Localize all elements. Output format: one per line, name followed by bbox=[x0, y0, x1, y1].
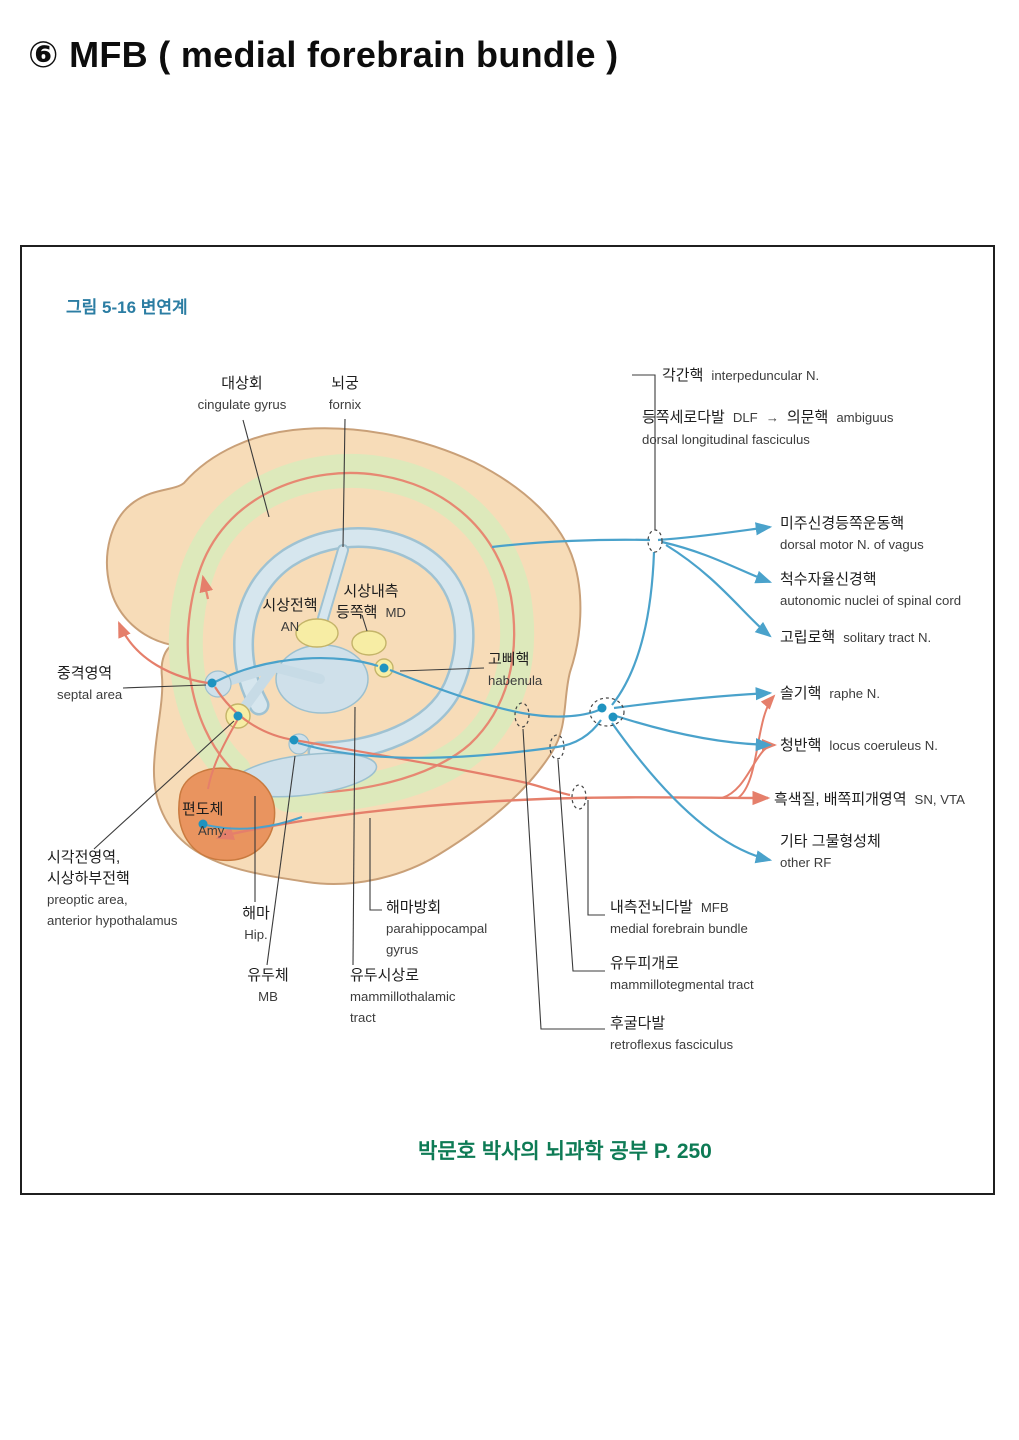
figure-caption: 그림 5-16 변연계 bbox=[66, 298, 188, 317]
label-hippocampus: 해마 Hip. bbox=[242, 905, 270, 942]
marker-brainstem bbox=[589, 697, 625, 727]
brain-diagram bbox=[93, 374, 777, 1030]
label-mammillary-body: 유두체 MB bbox=[247, 967, 289, 1004]
label-anterior-nucleus: 시상전핵 AN bbox=[262, 597, 318, 634]
hypothalamus-dot bbox=[289, 735, 299, 745]
leader-retroflexus bbox=[522, 728, 605, 1030]
dlf-trunk bbox=[491, 538, 651, 549]
leader-preoptic bbox=[93, 720, 235, 850]
label-dorsal-motor-vagus: 미주신경등쪽운동핵 dorsal motor N. of vagus bbox=[780, 515, 924, 552]
label-lines bbox=[93, 374, 656, 1030]
arrow-glyph: → bbox=[765, 410, 779, 425]
leader-md bbox=[361, 614, 368, 632]
fan-reticular bbox=[611, 722, 773, 864]
source-caption: 박문호 박사의 뇌과학 공부 P. 250 bbox=[418, 1140, 712, 1163]
nucleus-dots bbox=[198, 663, 618, 829]
label-mammillothalamic: 유두시상로 mammillothalamic tract bbox=[350, 967, 456, 1025]
leader-mtg bbox=[557, 759, 605, 972]
mfb-left-arrow bbox=[215, 826, 236, 840]
marker-snvta bbox=[571, 784, 587, 810]
label-preoptic-hypothalamus: 시각전영역, 시상하부전핵 preoptic area, anterior hy… bbox=[47, 849, 178, 928]
fan-locus bbox=[615, 714, 773, 752]
stria-medullaris bbox=[214, 657, 379, 683]
leader-mfb bbox=[587, 800, 605, 916]
band-arrow bbox=[199, 574, 214, 600]
label-other-rf: 기타 그물형성체 other RF bbox=[780, 833, 881, 870]
leader-parahippocampal bbox=[369, 818, 382, 911]
marker-retroflexus bbox=[514, 702, 530, 728]
label-autonomic-spinal: 척수자율신경핵 autonomic nuclei of spinal cord bbox=[780, 571, 962, 608]
marker-dlf-cross bbox=[647, 529, 663, 553]
label-fornix: 뇌궁 fornix bbox=[328, 375, 362, 412]
fan-raphe bbox=[613, 687, 773, 710]
brainstem-dot-1 bbox=[597, 703, 607, 713]
fan-solitary bbox=[665, 544, 772, 638]
fan-vagus bbox=[657, 522, 773, 542]
leader-fornix bbox=[342, 418, 346, 548]
blue-pathways bbox=[205, 522, 773, 864]
frontal-loop-red bbox=[117, 620, 216, 686]
red-branch-locus bbox=[721, 739, 777, 799]
fornix-ring bbox=[235, 529, 473, 760]
amygdala-blue bbox=[205, 816, 303, 830]
habenula-brainstem bbox=[389, 668, 600, 718]
septal-dot bbox=[207, 678, 217, 688]
amygdala-dot bbox=[198, 819, 208, 829]
label-dlf-line2: dorsal longitudinal fasciculus bbox=[642, 432, 810, 447]
leader-interpeduncular bbox=[632, 374, 656, 530]
label-mammillotegmental: 유두피개로 mammillotegmental tract bbox=[610, 955, 754, 992]
brain-shapes bbox=[106, 427, 582, 885]
label-habenula: 고삐핵 habenula bbox=[488, 651, 543, 688]
mammillotegmental-blue bbox=[297, 719, 602, 759]
preoptic-amygdala-red bbox=[207, 718, 239, 790]
label-amygdala: 편도체 Amy. bbox=[182, 801, 228, 838]
cingulate-band bbox=[168, 453, 535, 813]
fan-autonomic bbox=[661, 540, 773, 584]
page-title: ⑥ MFB ( medial forebrain bundle ) bbox=[28, 34, 619, 75]
leader-septal bbox=[122, 684, 207, 689]
brainstem-ascending bbox=[611, 551, 656, 706]
leader-mb bbox=[266, 755, 296, 966]
leader-cingulate bbox=[242, 419, 270, 518]
preoptic-dot bbox=[233, 711, 243, 721]
brainstem-dot-2 bbox=[608, 712, 618, 722]
marker-mammillotegmental bbox=[549, 734, 565, 760]
label-parahippocampal: 해마방회 parahippocampal gyrus bbox=[386, 899, 488, 957]
label-cingulate-gyrus: 대상회 cingulate gyrus bbox=[197, 375, 287, 412]
habenula-dot bbox=[379, 663, 389, 673]
figure-frame: 그림 5-16 변연계 대상회 cingulate gyrus 뇌궁 forni… bbox=[20, 245, 995, 1195]
mfb-main-red bbox=[217, 790, 771, 839]
leader-mtt bbox=[352, 706, 356, 966]
leader-habenula bbox=[399, 667, 485, 672]
label-retroflexus: 후굴다발 retroflexus fasciculus bbox=[610, 1015, 734, 1052]
crossing-markers bbox=[514, 529, 663, 810]
label-septal-area: 중격영역 septal area bbox=[57, 665, 123, 702]
mediodorsal-nucleus bbox=[351, 630, 387, 656]
anterior-nucleus bbox=[295, 618, 339, 648]
band-red-line bbox=[186, 471, 516, 794]
